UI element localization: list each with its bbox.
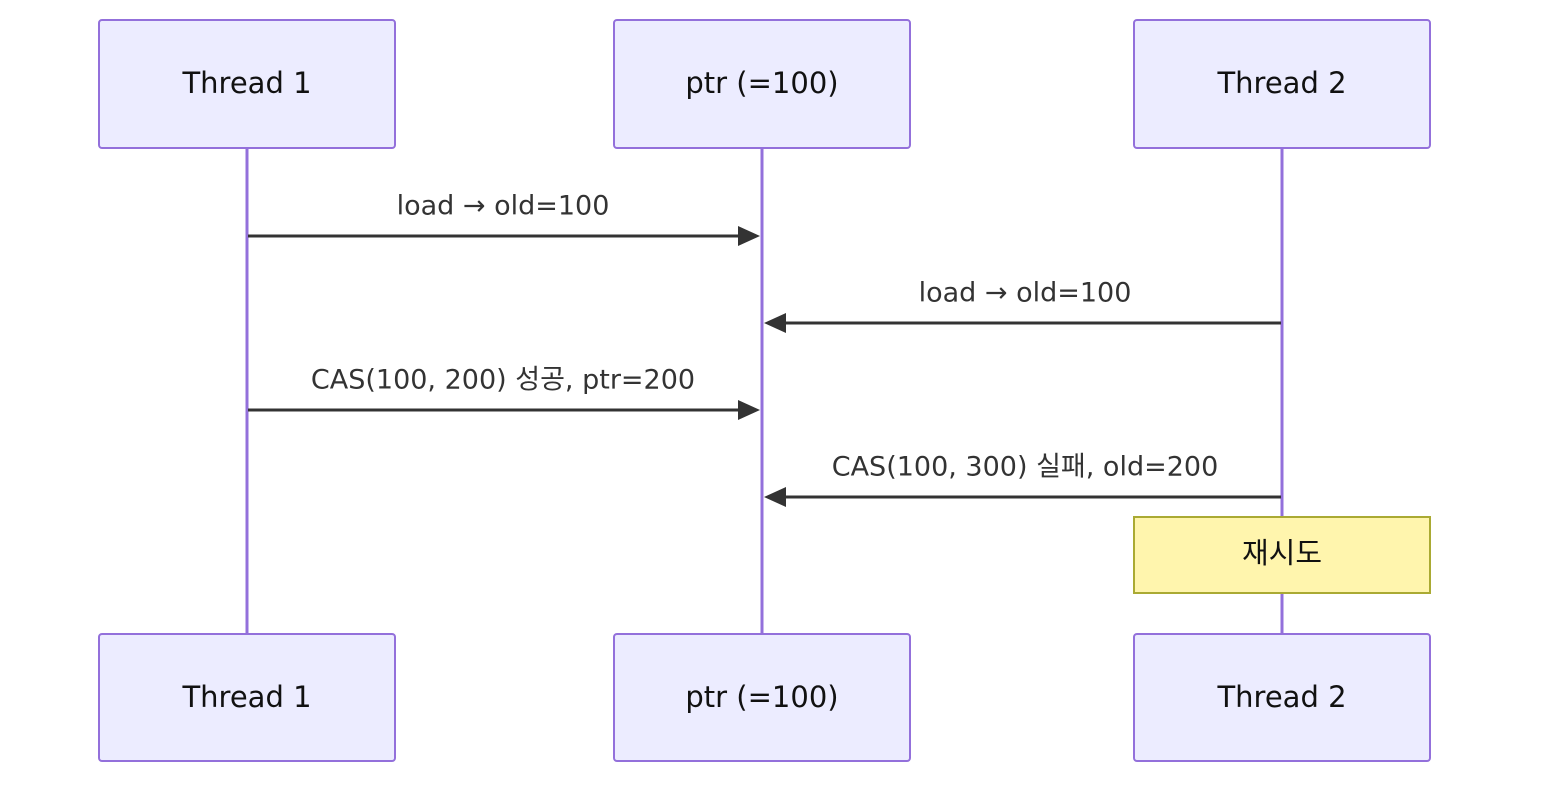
actor-label: ptr (=100) <box>685 680 838 714</box>
actor-bottom-ptr: ptr (=100) <box>613 633 911 762</box>
actor-label: ptr (=100) <box>685 66 838 100</box>
actor-box <box>613 633 911 762</box>
actor-label: Thread 2 <box>1216 680 1346 714</box>
actor-bottom-thread-2: Thread 2 <box>1133 633 1431 762</box>
note-retry: 재시도 <box>1133 516 1431 594</box>
actor-box <box>98 19 396 149</box>
message-label: CAS(100, 300) 실패, old=200 <box>832 452 1219 483</box>
arrowhead-left-icon <box>764 313 786 333</box>
note-label: 재시도 <box>1242 536 1322 570</box>
actor-box <box>98 633 396 762</box>
note-box <box>1133 516 1431 594</box>
actor-label: Thread 1 <box>181 680 311 714</box>
message-3: CAS(100, 200) 성공, ptr=200 <box>248 365 760 420</box>
message-label: CAS(100, 200) 성공, ptr=200 <box>311 365 695 396</box>
actor-box <box>1133 633 1431 762</box>
actor-label: Thread 1 <box>181 66 311 100</box>
message-4: CAS(100, 300) 실패, old=200 <box>764 452 1281 507</box>
arrowhead-right-icon <box>738 226 760 246</box>
message-label: load → old=100 <box>397 191 610 222</box>
actor-top-ptr: ptr (=100) <box>613 19 911 149</box>
message-label: load → old=100 <box>919 278 1132 309</box>
message-2: load → old=100 <box>764 278 1281 333</box>
actor-top-thread-2: Thread 2 <box>1133 19 1431 149</box>
actor-box <box>613 19 911 149</box>
message-1: load → old=100 <box>248 191 760 246</box>
arrowhead-right-icon <box>738 400 760 420</box>
actor-bottom-thread-1: Thread 1 <box>98 633 396 762</box>
actor-label: Thread 2 <box>1216 66 1346 100</box>
actor-top-thread-1: Thread 1 <box>98 19 396 149</box>
actor-box <box>1133 19 1431 149</box>
arrowhead-left-icon <box>764 487 786 507</box>
